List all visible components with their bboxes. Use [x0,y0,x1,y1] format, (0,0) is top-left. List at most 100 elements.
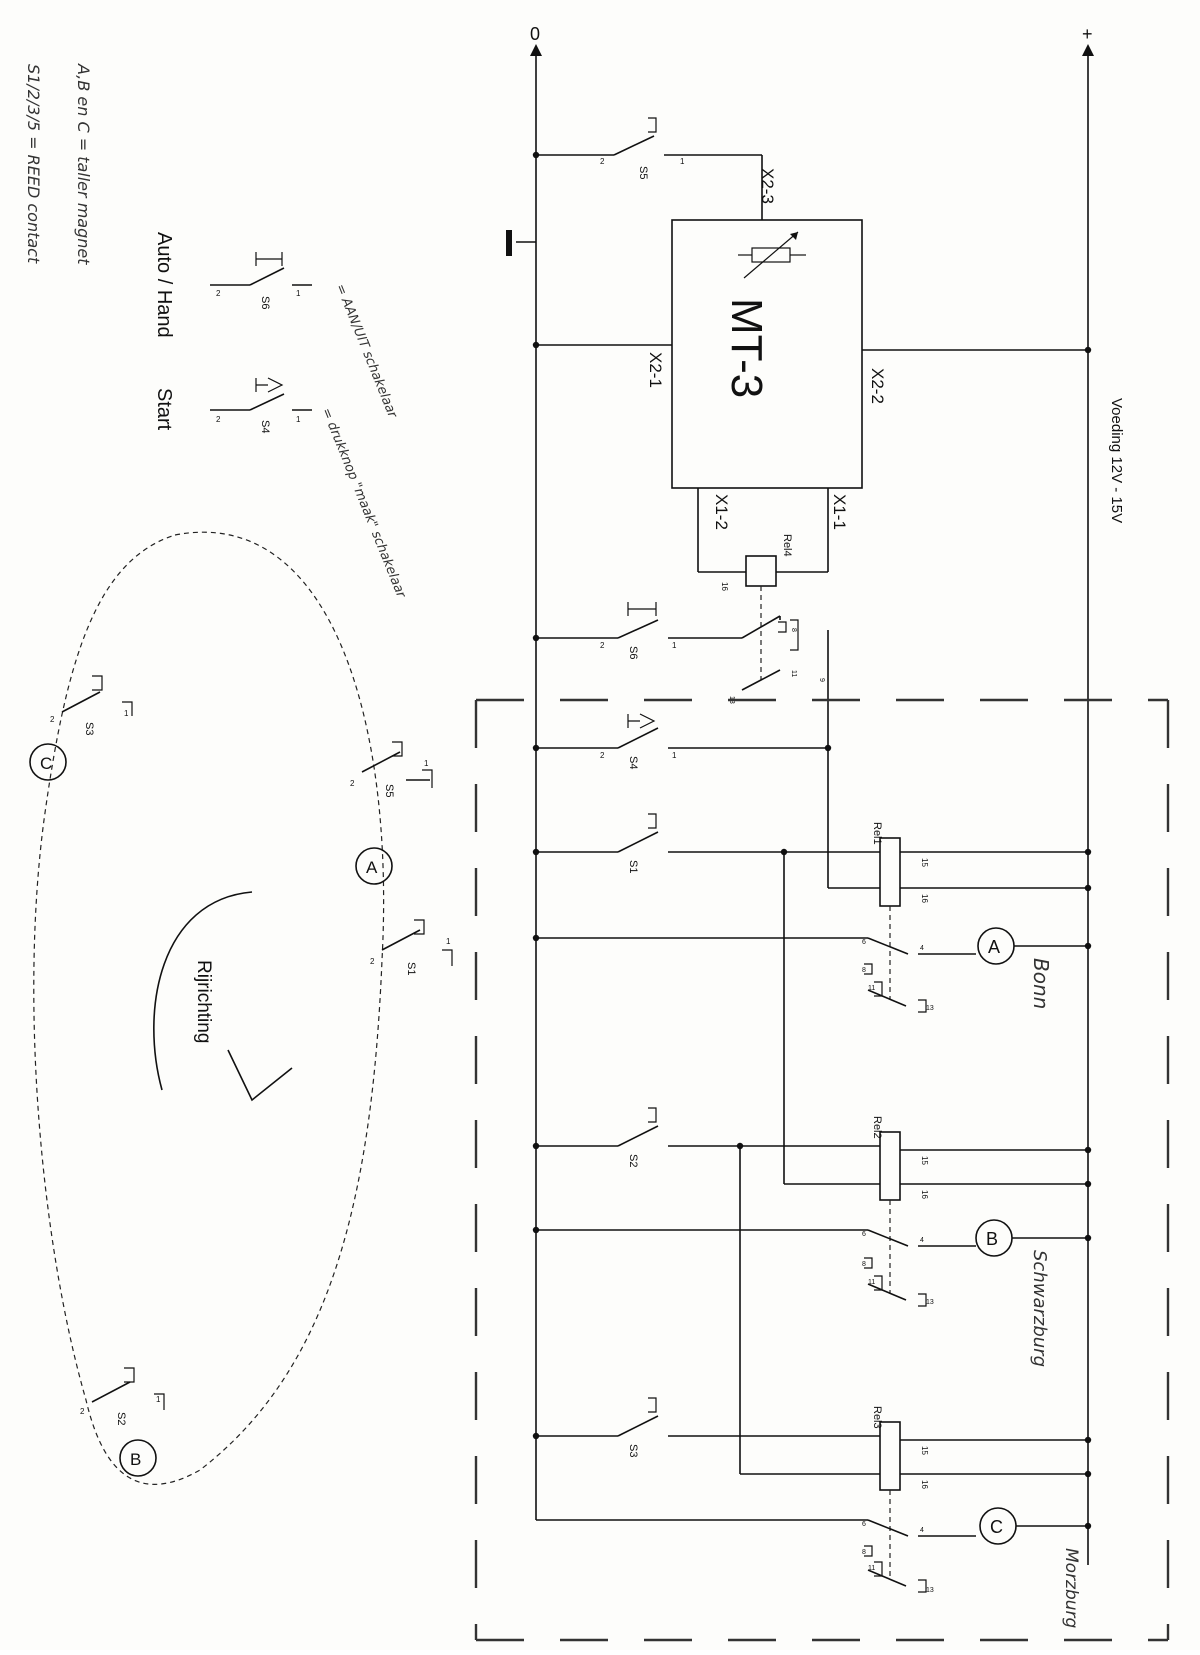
track-switch-s1: S1 2 1 [370,919,453,975]
terminal-x2-1: X2-1 [646,352,665,388]
switch-s4: S4 2 1 [532,713,832,769]
pin-label: 13 [926,1005,934,1012]
track-switch-s2: S2 2 1 [80,1367,165,1425]
track-station-b: B [119,1439,157,1477]
pin-label: 1 [124,709,129,718]
pin-label: 2 [600,641,605,650]
mt3-module: MT-3 X2-3 X2-1 X2-2 X1-1 X1-2 [646,168,887,530]
direction-arrow-icon [153,891,293,1102]
pin-label: 16 [720,582,729,591]
track-s3-label: S3 [83,722,95,735]
track-a-label: A [366,858,378,877]
pin-label: 8 [862,1549,866,1556]
track-station-c: C [29,743,67,781]
pin-label: 6 [862,1231,866,1238]
track-s1-label: S1 [405,962,417,975]
pin-label: 11 [868,985,875,992]
terminal-x2-3: X2-3 [758,168,777,204]
pin-label: 4 [920,1237,924,1244]
terminal-x1-2: X1-2 [712,494,731,530]
schwarzburg-label: Schwarzburg [1029,1250,1050,1367]
note-abc-magnet: A,B en C = taller magnet [74,63,93,265]
legend-s4: S4 2 1 [210,377,312,433]
pin-label: 13 [926,1587,934,1594]
morzburg-label: Morzburg [1061,1548,1081,1629]
rel1-label: Rel1 [871,822,883,845]
legend-s6: S6 2 1 [210,252,312,309]
s1-label: S1 [627,860,639,873]
bonn-label: Bonn [1029,958,1053,1009]
plus-label: + [1082,24,1093,44]
switch-s5-upper: S5 2 1 [532,117,763,220]
mt3-label: MT-3 [722,298,771,398]
note-drukknop: = drukknop "maak" schakelaar [318,406,409,602]
pin-label: 2 [216,289,221,298]
pin-label: 1 [680,157,685,166]
pin-label: 2 [600,157,605,166]
plus-rail: + [1082,24,1094,1565]
note-aan-uit: = AAN/UIT schakelaar [332,282,400,422]
track-switch-s3: S3 2 1 [50,675,133,735]
supply-voltage-label: Voeding 12V - 15V [1108,398,1125,523]
pin-label: 9 [818,678,825,682]
track-b-label: B [130,1450,141,1469]
station-c-label: C [990,1517,1003,1537]
zero-rail: 0 [530,24,542,1520]
direction-label: Rijrichting [193,960,214,1043]
potentiometer-icon [738,231,806,279]
pin-label: 1 [424,759,429,768]
s5-label: S5 [637,166,649,179]
pin-label: 2 [80,1407,85,1416]
pin-label: 2 [370,957,375,966]
s2-label: S2 [627,1154,639,1167]
s3-label: S3 [627,1444,639,1457]
pin-label: 11 [868,1279,875,1286]
pin-label: 1 [296,289,301,298]
station-b-label: B [986,1229,998,1249]
legend-s6-label: S6 [259,296,271,309]
legend-auto-hand: Auto / Hand [153,232,175,338]
pin-label: 11 [790,670,797,677]
relay-rel3: S3 Rel3 15 16 6 4 8 11 13 C Morzburg [532,1146,1092,1629]
track-layout: S5 2 1 A S1 2 1 S3 2 1 C [29,531,453,1485]
pin-label: 4 [920,1527,924,1534]
pin-label: 6 [862,939,866,946]
pin-label: 1 [672,641,677,650]
note-reed-contact: S1/2/3/5 = REED contact [24,64,43,264]
track-station-a: A [355,847,393,885]
relay-rel4: Rel4 16 [697,488,829,680]
terminal-x2-2: X2-2 [868,368,887,404]
legend-start: Start [153,388,175,431]
pin-label: 16 [920,1480,929,1489]
track-s2-label: S2 [115,1412,127,1425]
enclosure-outline [474,698,1170,1642]
pin-label: 8 [862,1261,866,1268]
pin-label: 2 [50,715,55,724]
pin-label: 16 [920,1190,929,1199]
pin-label: 1 [446,937,451,946]
rel4-label: Rel4 [781,534,793,557]
rel2-label: Rel2 [871,1116,883,1139]
pin-label: 8 [862,967,866,974]
relay-rel1: S1 Rel1 15 16 6 4 8 11 13 A Bonn [532,813,1092,1013]
legend-s4-label: S4 [259,420,271,433]
relay-rel2: S2 Rel2 15 16 6 4 8 11 13 B Schwarzburg [532,852,1092,1367]
zero-label: 0 [530,24,540,44]
pin-label: 13 [926,1299,934,1306]
pin-label: 15 [920,858,929,867]
track-s5-label: S5 [383,784,395,797]
pin-label: 4 [920,945,924,952]
pin-label: 15 [920,1446,929,1455]
legend: S6 2 1 S4 2 1 Auto / Hand Start = AAN/UI… [24,63,409,601]
pin-label: 2 [350,779,355,788]
rel4-contacts: 8 11 9 13 S6 2 1 [532,602,829,888]
rel3-label: Rel3 [871,1406,883,1429]
terminal-x1-1: X1-1 [830,494,849,530]
s6-label: S6 [627,646,639,659]
pin-label: 15 [920,1156,929,1165]
pin-label: 6 [862,1521,866,1528]
pin-label: 1 [672,751,677,760]
ground-symbol [506,230,536,256]
